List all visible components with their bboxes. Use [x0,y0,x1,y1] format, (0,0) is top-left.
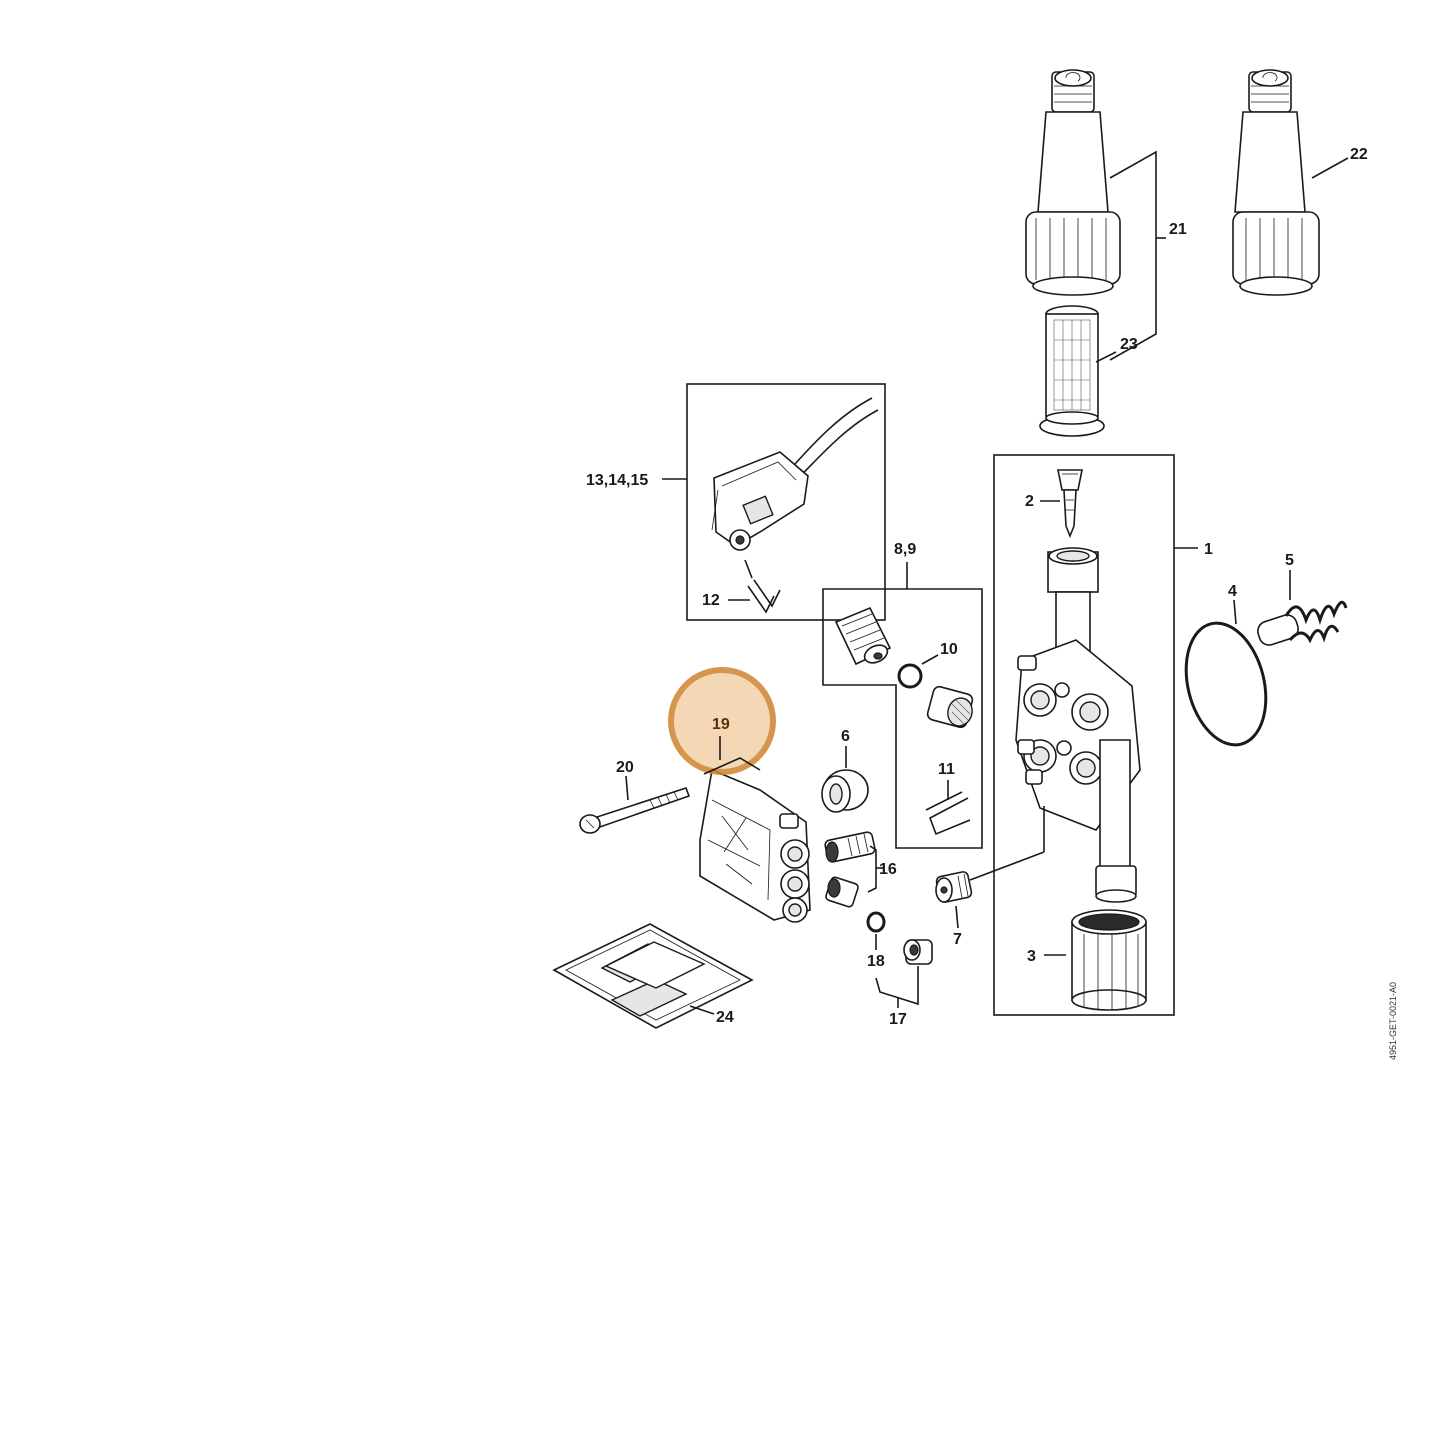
part-6-seal[interactable] [821,769,869,813]
callout-2[interactable]: 2 [1025,493,1034,510]
part-20-bolt[interactable] [579,787,691,834]
callout-19[interactable]: 19 [712,716,730,733]
assembly-box-1 [993,454,1175,1016]
part-5-spring-valve[interactable] [1255,600,1348,647]
part-22-hose-coupling[interactable] [1232,69,1320,296]
part-4-o-ring[interactable] [1174,615,1278,754]
callout-10[interactable]: 10 [940,641,958,658]
callout-5[interactable]: 5 [1285,552,1294,569]
part-21-hose-coupling[interactable] [1025,69,1121,296]
callout-11[interactable]: 11 [938,761,955,778]
part-10-o-ring[interactable] [897,663,923,689]
part-1-pump-head[interactable] [1015,547,1141,903]
assembly-box-13-15 [686,383,886,621]
callout-23[interactable]: 23 [1120,336,1138,353]
part-17-valve-cap[interactable] [903,939,933,965]
callout-16[interactable]: 16 [879,861,897,878]
highlight-marker [668,667,776,775]
callout-4[interactable]: 4 [1228,583,1237,600]
callout-7[interactable]: 7 [953,931,962,948]
callout-8-9[interactable]: 8,9 [894,541,916,558]
part-12-clip[interactable] [747,579,781,614]
callout-22[interactable]: 22 [1350,146,1368,163]
part-2-valve-pin[interactable] [1057,469,1083,539]
part-valve-cap[interactable] [926,685,975,729]
part-11-clip[interactable] [925,791,971,836]
callout-3[interactable]: 3 [1027,948,1036,965]
callout-24[interactable]: 24 [716,1009,734,1026]
part-8-9-valve-insert[interactable] [834,606,892,666]
callout-18[interactable]: 18 [867,953,885,970]
callout-20[interactable]: 20 [616,759,634,776]
part-23-strainer[interactable] [1039,305,1105,437]
part-3-filter-cylinder[interactable] [1071,909,1147,1011]
part-13-15-lever-assembly[interactable] [711,397,879,551]
part-18-o-ring[interactable] [866,911,886,933]
part-19-pump-housing[interactable] [699,768,811,923]
assembly-box-8-11 [822,588,983,849]
callout-21[interactable]: 21 [1169,221,1187,238]
part-16-valve[interactable] [824,831,876,908]
callout-6[interactable]: 6 [841,728,850,745]
part-7-plug[interactable] [935,871,973,903]
callout-1[interactable]: 1 [1204,541,1213,558]
part-24-gasket-set[interactable] [552,923,754,1029]
callout-12[interactable]: 12 [702,592,720,609]
drawing-code: 4951-GET-0021-A0 [1388,982,1398,1060]
callout-13-14-15[interactable]: 13,14,15 [586,472,648,489]
callout-17[interactable]: 17 [889,1011,907,1028]
